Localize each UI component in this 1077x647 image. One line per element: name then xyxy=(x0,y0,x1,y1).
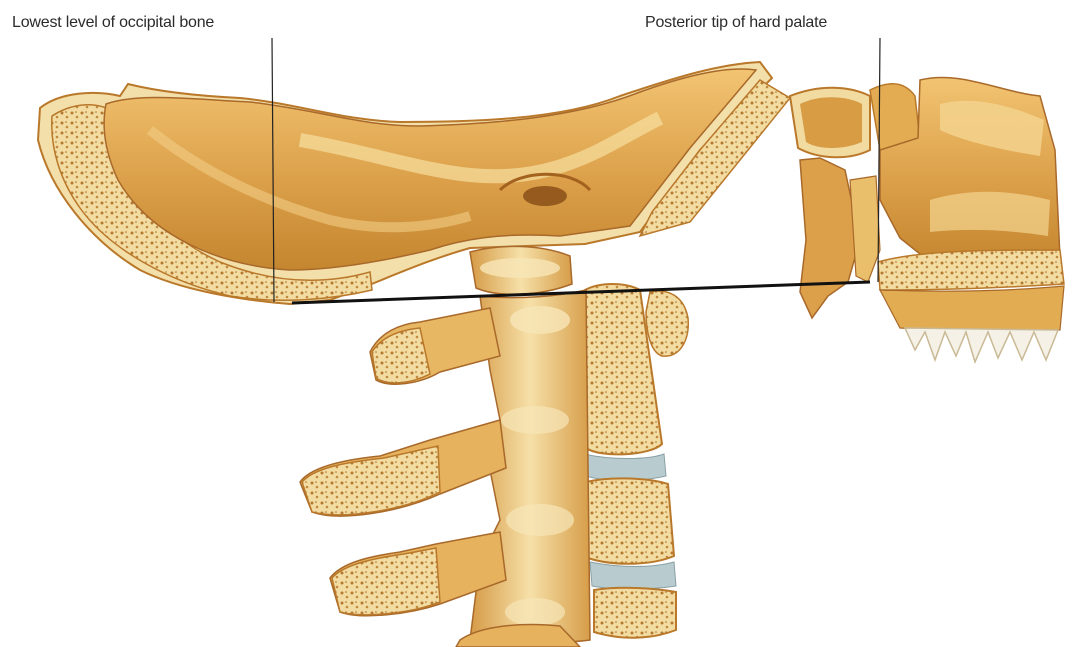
teeth xyxy=(905,328,1058,362)
spinous-processes xyxy=(300,290,590,647)
label-posterior-palate: Posterior tip of hard palate xyxy=(645,14,827,32)
occipital-bone xyxy=(38,62,772,304)
label-lowest-occipital: Lowest level of occipital bone xyxy=(12,14,214,32)
sphenoid-maxilla xyxy=(790,77,1064,330)
